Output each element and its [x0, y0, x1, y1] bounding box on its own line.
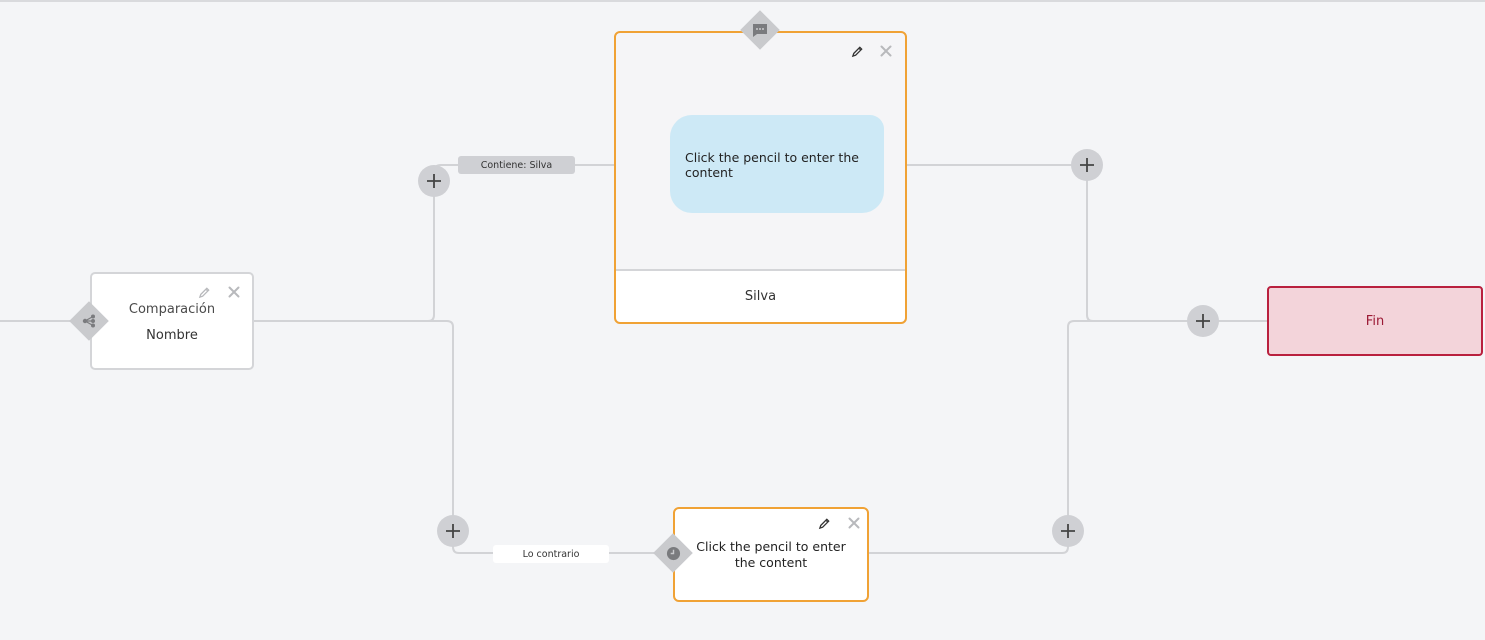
- plus-icon: [1061, 524, 1075, 538]
- connector-to-else: [254, 320, 673, 554]
- wait-text: Click the pencil to enter the content: [696, 539, 846, 570]
- edit-pencil-icon[interactable]: [196, 284, 212, 300]
- connector-wait-out: [869, 320, 1094, 554]
- add-step-button[interactable]: [1187, 305, 1219, 337]
- edit-pencil-icon[interactable]: [816, 515, 832, 531]
- message-node[interactable]: Click the pencil to enter the content Si…: [614, 31, 907, 324]
- chat-bubble-icon: [740, 10, 780, 50]
- add-step-button[interactable]: [418, 165, 450, 197]
- connector-message-out: [907, 164, 1267, 322]
- add-step-button[interactable]: [1052, 515, 1084, 547]
- node-subtitle: Nombre: [146, 328, 198, 343]
- else-edge-label[interactable]: Lo contrario: [493, 545, 609, 563]
- node-title: Comparación: [128, 302, 216, 317]
- close-icon[interactable]: [878, 43, 894, 59]
- message-footer: Silva: [616, 269, 905, 322]
- close-icon[interactable]: [846, 515, 862, 531]
- end-node[interactable]: Fin: [1267, 286, 1483, 356]
- message-bubble: Click the pencil to enter the content: [670, 115, 884, 213]
- plus-icon: [427, 174, 441, 188]
- edit-pencil-icon[interactable]: [849, 43, 865, 59]
- add-step-button[interactable]: [1071, 149, 1103, 181]
- plus-icon: [1196, 314, 1210, 328]
- condition-edge-label[interactable]: Contiene: Silva: [458, 156, 575, 174]
- add-step-button[interactable]: [437, 515, 469, 547]
- clock-icon: [653, 533, 693, 573]
- close-icon[interactable]: [226, 284, 242, 300]
- comparison-node[interactable]: Comparación Nombre: [90, 272, 254, 370]
- branch-icon: [69, 301, 109, 341]
- plus-icon: [1080, 158, 1094, 172]
- plus-icon: [446, 524, 460, 538]
- wait-node[interactable]: Click the pencil to enter the content: [673, 507, 869, 602]
